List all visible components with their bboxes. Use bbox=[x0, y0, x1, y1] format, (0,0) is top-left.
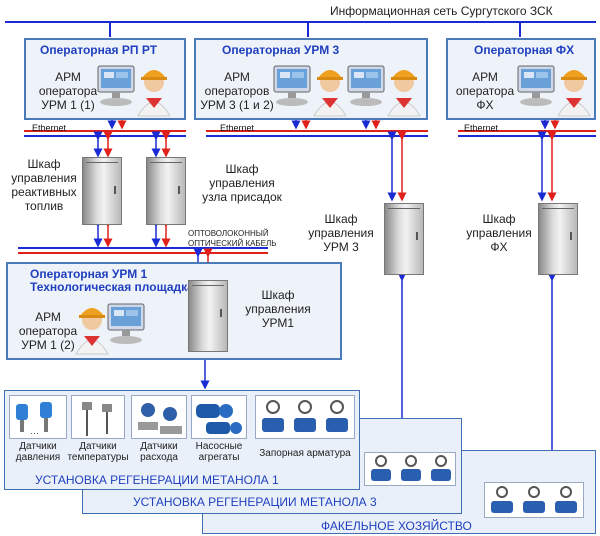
plant-title: УСТАНОВКА РЕГЕНЕРАЦИИ МЕТАНОЛА 1 bbox=[35, 473, 279, 487]
operator-workstation-icon bbox=[346, 58, 426, 123]
plant3-valves-icon bbox=[364, 452, 456, 486]
plant-title: УСТАНОВКА РЕГЕНЕРАЦИИ МЕТАНОЛА 3 bbox=[133, 495, 377, 509]
pump-units-icon bbox=[191, 395, 247, 439]
ethernet-label-1: Ethernet bbox=[32, 123, 67, 133]
flow-sensors-icon bbox=[131, 395, 187, 439]
svg-text:…: … bbox=[30, 426, 39, 436]
ethernet-label-3: Ethernet bbox=[464, 123, 499, 133]
cabinet-urm3-icon bbox=[384, 203, 424, 275]
room-title: Операторная УРМ 3 bbox=[222, 43, 340, 57]
flare-valves-icon bbox=[484, 482, 584, 518]
operator-workstation-icon bbox=[272, 58, 352, 123]
operator-workstation-icon bbox=[74, 296, 154, 361]
shutoff-valves-icon bbox=[255, 395, 355, 439]
temperature-sensors-icon bbox=[71, 395, 125, 439]
operator-workstation-icon bbox=[96, 58, 176, 123]
pressure-sensors-icon: … bbox=[9, 395, 67, 439]
cabinet-reactive-icon bbox=[82, 157, 122, 225]
network-title: Информационная сеть Сургутского ЗСК bbox=[330, 4, 553, 18]
room-title: Операторная ФХ bbox=[474, 43, 575, 57]
operator-workstation-icon bbox=[516, 58, 596, 123]
plant-title: ФАКЕЛЬНОЕ ХОЗЯЙСТВО bbox=[321, 519, 472, 533]
cabinet-urm1-icon bbox=[188, 280, 228, 352]
field-device-label: Запорная арматура bbox=[259, 448, 351, 459]
ethernet-label-2: Ethernet bbox=[220, 123, 255, 133]
plant-methanol-1: УСТАНОВКА РЕГЕНЕРАЦИИ МЕТАНОЛА 1 … Датчи… bbox=[4, 390, 360, 490]
cabinet-fh-icon bbox=[538, 203, 578, 275]
room-title: Операторная РП РТ bbox=[40, 43, 158, 57]
cabinet-additive-icon bbox=[146, 157, 186, 225]
